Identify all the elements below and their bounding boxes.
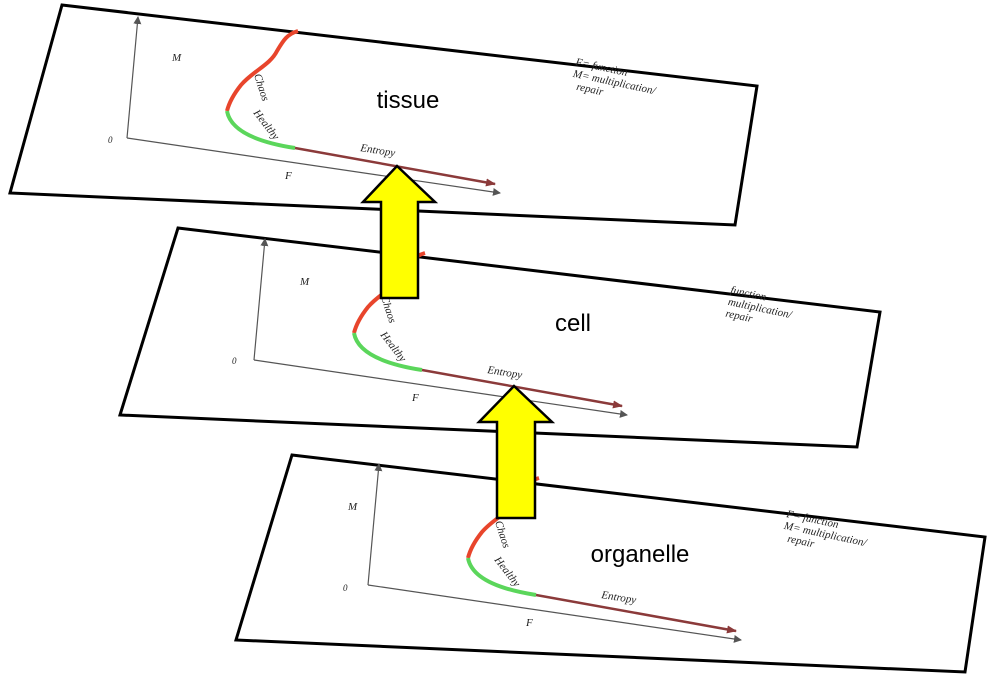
plane-tissue: M F 0 Chaos Healthy Entropy F= function … [8, 3, 759, 227]
chaos-curve [225, 29, 299, 112]
plane-cell-sheet [117, 226, 882, 449]
curve-label-entropy: Entropy [600, 589, 638, 607]
legend-line-3: repair [786, 533, 816, 551]
legend-line-3: repair [724, 308, 754, 326]
entropy-curve [294, 146, 496, 187]
healthy-curve [352, 332, 423, 372]
axis-label-m: M [171, 52, 182, 64]
plane-cell: M F 0 Chaos Healthy Entropy function mul… [117, 226, 882, 449]
axis-label-f: F [525, 617, 533, 629]
axis-label-origin: 0 [108, 135, 113, 145]
level-label-cell: cell [555, 310, 591, 337]
x-axis [253, 359, 628, 418]
y-axis [126, 16, 142, 139]
axis-label-origin: 0 [232, 356, 237, 366]
entropy-curve [421, 368, 623, 409]
y-axis [253, 238, 269, 361]
up-arrow-icon [476, 384, 556, 520]
healthy-curve [225, 110, 296, 150]
plane-tissue-sheet [8, 3, 759, 227]
curve-label-entropy: Entropy [486, 364, 524, 382]
organelle-to-cell-arrow [476, 384, 556, 520]
x-axis [126, 137, 501, 196]
plane-organelle-sheet [234, 453, 987, 674]
axis-label-origin: 0 [343, 583, 348, 593]
axis-label-f: F [411, 392, 419, 404]
entropy-curve [535, 593, 737, 634]
legend-line-3: repair [575, 81, 605, 99]
plane-organelle: M F 0 Chaos Healthy Entropy F= function … [234, 453, 987, 674]
healthy-curve [466, 557, 537, 597]
level-label-tissue: tissue [377, 87, 440, 114]
axis-label-m: M [299, 276, 310, 288]
x-axis [367, 584, 742, 643]
axis-label-f: F [284, 170, 292, 182]
cell-to-tissue-arrow [360, 164, 439, 300]
curve-label-entropy: Entropy [359, 142, 397, 160]
y-axis [367, 463, 383, 586]
axis-label-m: M [347, 501, 358, 513]
up-arrow-icon [360, 164, 439, 300]
level-label-organelle: organelle [591, 541, 690, 568]
